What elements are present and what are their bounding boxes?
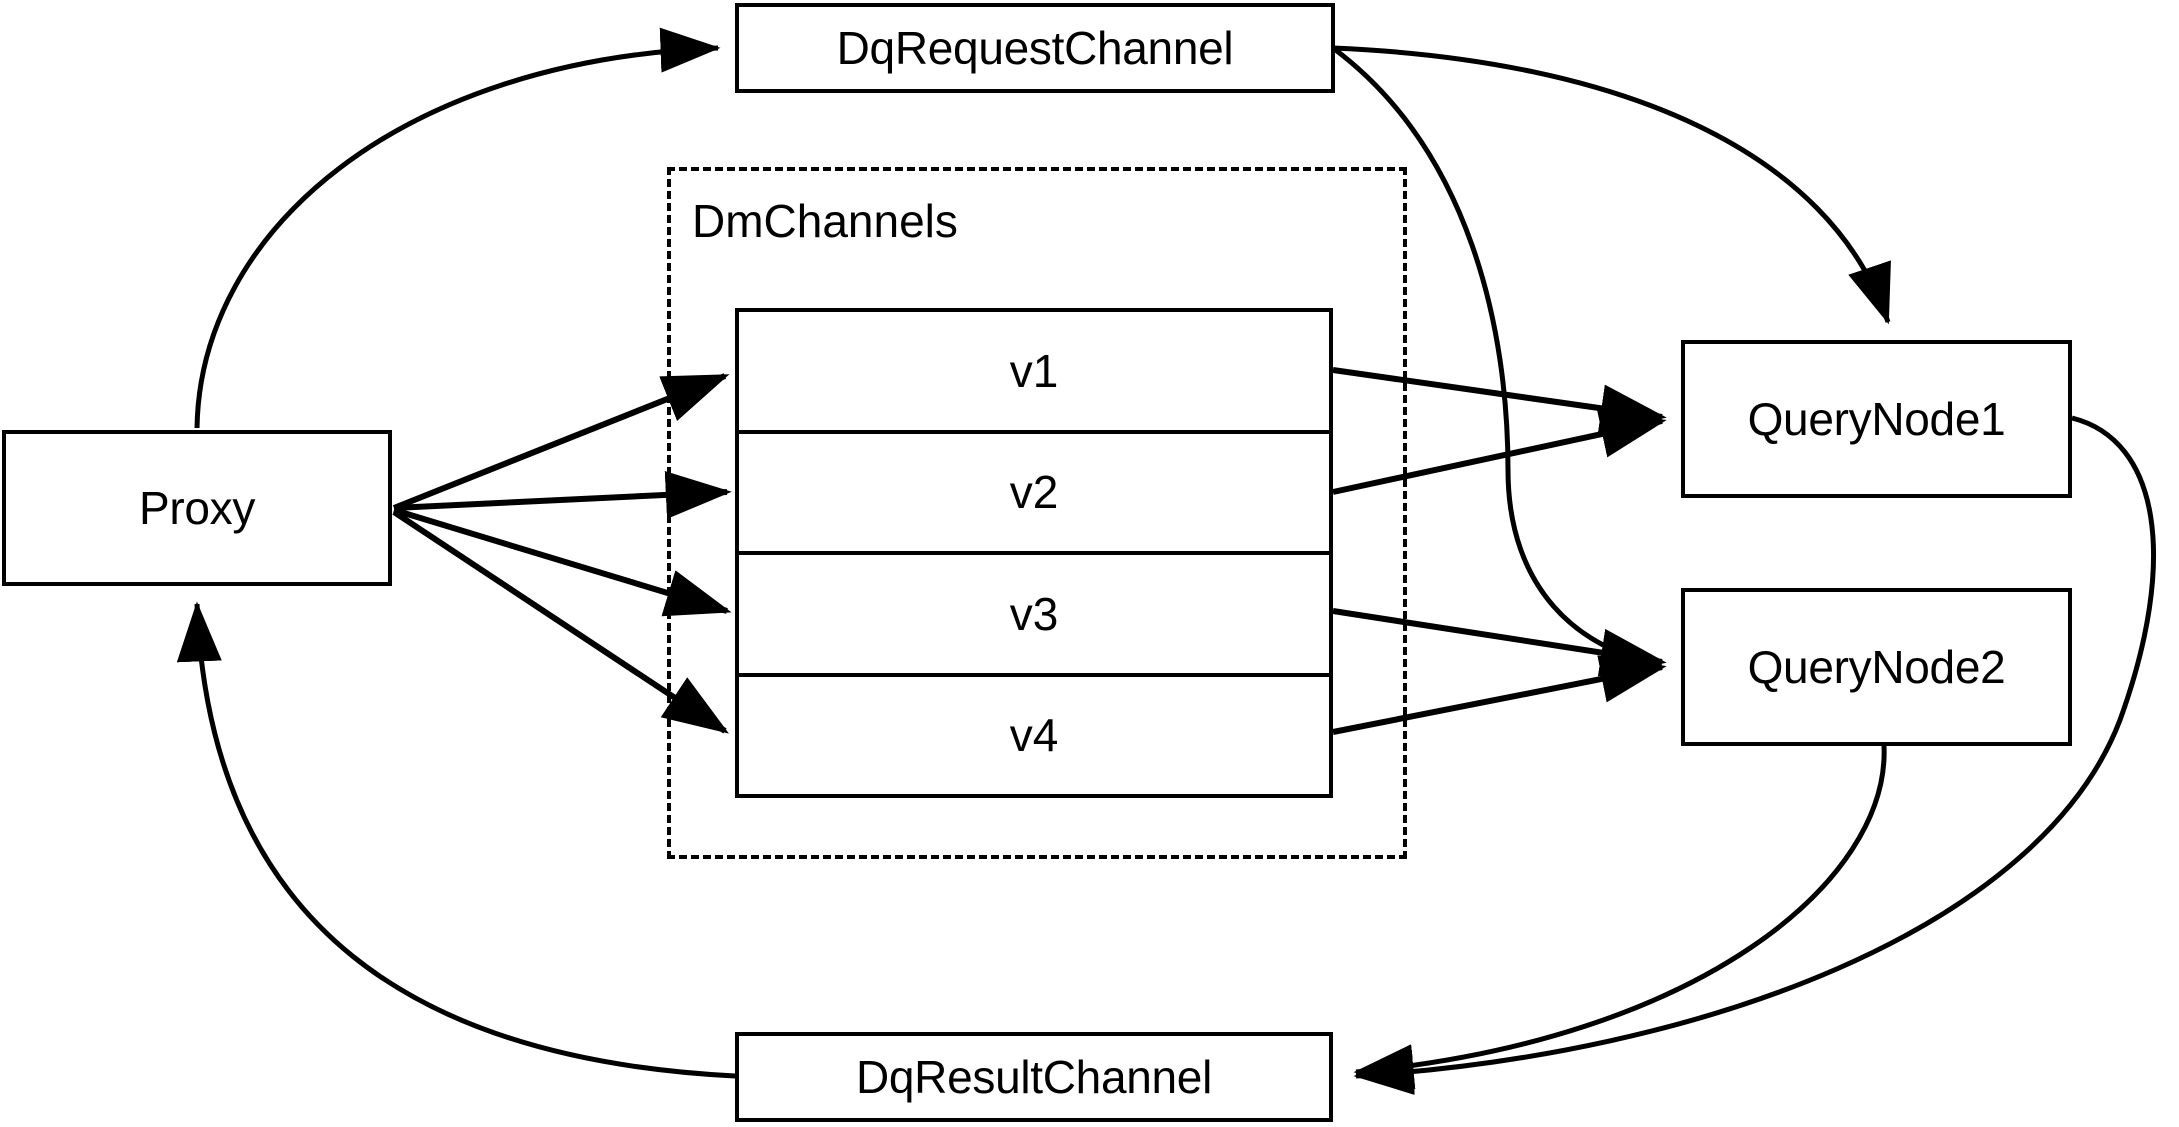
edge-querynode1-to-dqresultchannel: [1353, 415, 2157, 1095]
channel-row-v3[interactable]: v3: [739, 555, 1329, 677]
group-dmchannels-label: DmChannels: [692, 195, 958, 247]
channel-row-v2[interactable]: v2: [739, 433, 1329, 555]
node-query-node-1[interactable]: QueryNode1: [1681, 340, 2072, 498]
edge-v4-to-querynode2: [1332, 655, 1667, 735]
node-dq-request-channel[interactable]: DqRequestChannel: [735, 3, 1335, 93]
edge-v1-to-querynode1: [1332, 367, 1667, 433]
edge-dqrequestchannel-to-querynode1: [1332, 45, 1891, 325]
edge-v3-to-querynode2: [1332, 608, 1667, 677]
channel-stack: v1 v2 v3 v4: [735, 308, 1333, 798]
channel-row-v4[interactable]: v4: [739, 676, 1329, 794]
node-query-node-2[interactable]: QueryNode2: [1681, 588, 2072, 746]
node-query-node-2-label: QueryNode2: [1747, 641, 2006, 693]
edge-dqresultchannel-to-proxy: [176, 601, 736, 1079]
node-dq-request-channel-label: DqRequestChannel: [836, 22, 1234, 74]
channel-row-v3-label: v3: [1009, 587, 1059, 640]
edge-dqrequestchannel-to-querynode2: [1331, 45, 1663, 677]
node-proxy[interactable]: Proxy: [2, 430, 392, 586]
edge-proxy-to-v2: [393, 470, 732, 519]
node-query-node-1-label: QueryNode1: [1747, 393, 2006, 445]
node-dq-result-channel-label: DqResultChannel: [855, 1051, 1213, 1103]
edge-proxy-to-dqrequestchannel: [194, 27, 721, 429]
node-proxy-label: Proxy: [138, 482, 256, 534]
channel-row-v1-label: v1: [1009, 344, 1059, 397]
group-dmchannels: [667, 167, 1407, 859]
edge-proxy-to-v3: [393, 507, 732, 617]
edge-v2-to-querynode1: [1332, 410, 1667, 495]
node-dq-result-channel[interactable]: DqResultChannel: [735, 1032, 1333, 1122]
channel-row-v4-label: v4: [1009, 709, 1059, 762]
channel-row-v2-label: v2: [1009, 466, 1059, 519]
edge-querynode2-to-dqresultchannel: [1353, 745, 1887, 1090]
channel-row-v1[interactable]: v1: [739, 312, 1329, 434]
